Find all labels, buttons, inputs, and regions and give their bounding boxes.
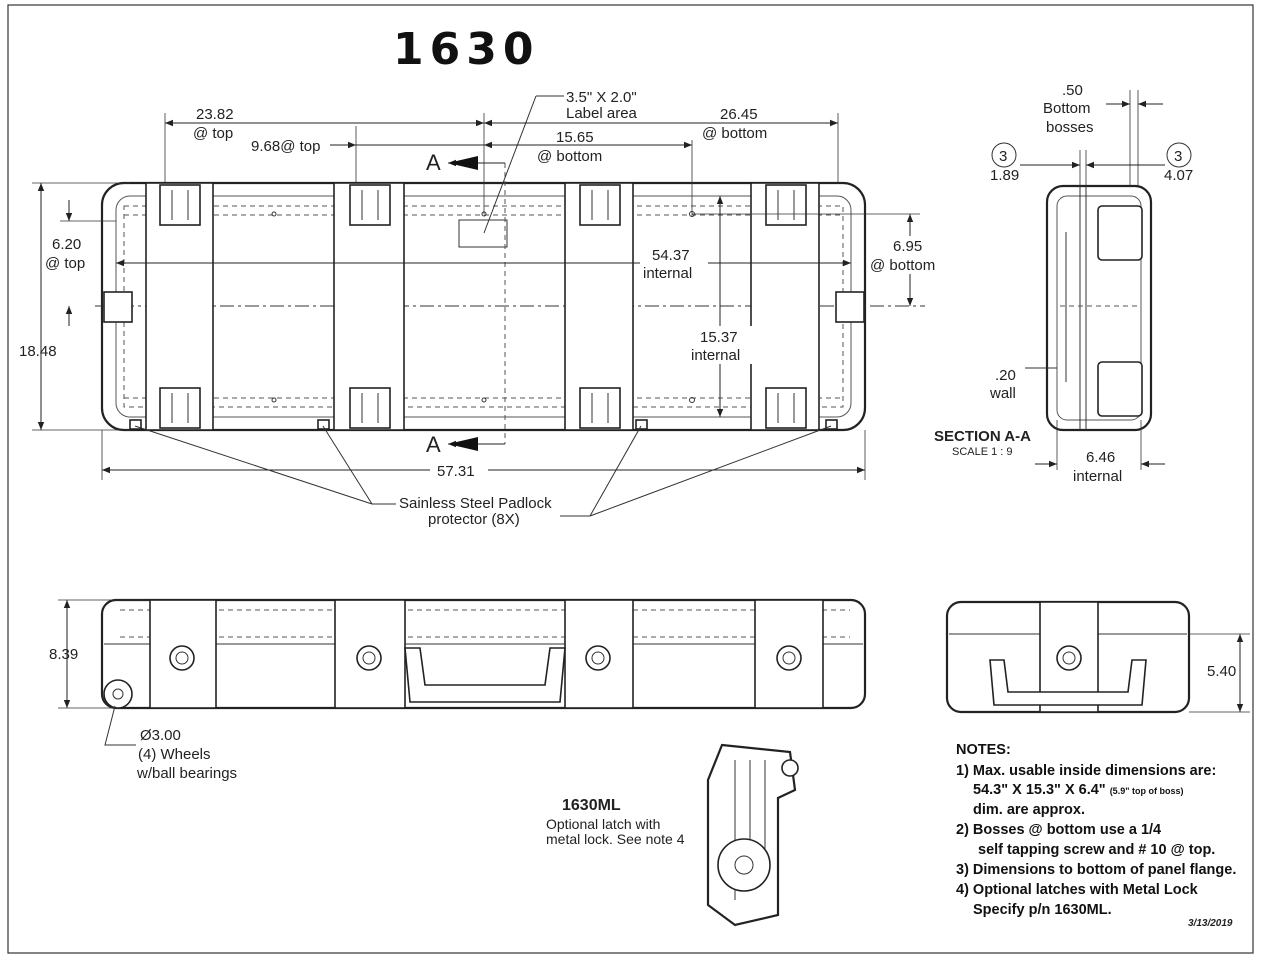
balloon-right	[1166, 142, 1192, 168]
note-1-line1: 1) Max. usable inside dimensions are:	[956, 763, 1216, 779]
carry-handle	[404, 647, 566, 703]
dim-54-37: 54.37	[652, 247, 690, 264]
note-3: 3) Dimensions to bottom of panel flange.	[956, 862, 1236, 878]
note-4-line2: Specify p/n 1630ML.	[973, 902, 1112, 918]
dim-26-45: 26.45	[720, 106, 758, 123]
section-title: SECTION A-A	[934, 428, 1031, 445]
drawing-date: 3/13/2019	[1188, 918, 1233, 929]
dim-6-20: 6.20	[52, 236, 81, 253]
wheel-dim: Ø3.00	[140, 727, 181, 744]
dim-15-65-note: @ bottom	[537, 148, 602, 165]
section-outline	[1045, 184, 1153, 432]
label-area-box	[458, 219, 508, 248]
dim-8-39: 8.39	[49, 646, 78, 663]
sheet-border	[7, 4, 1254, 954]
dim-4-07: 4.07	[1164, 167, 1193, 184]
latch-detail-line2: metal lock. See note 4	[546, 831, 685, 847]
notes-heading: NOTES:	[956, 742, 1011, 758]
balloon-left-label: 3	[999, 148, 1007, 165]
note-2-line2: self tapping screw and # 10 @ top.	[978, 842, 1215, 858]
note-1-dims: 54.3" X 15.3" X 6.4"	[973, 782, 1106, 798]
wheel-label-line2: w/ball bearings	[136, 765, 237, 782]
dim-23-82-note: @ top	[193, 125, 233, 142]
dim-15-37: 15.37	[700, 329, 738, 346]
latch-detail-line1: Optional latch with	[546, 816, 660, 832]
latch-detail: 1630ML Optional latch with metal lock. S…	[546, 743, 799, 927]
label-area-size: 3.5" X 2.0"	[566, 89, 637, 106]
padlock-label-line2: protector (8X)	[428, 511, 520, 528]
dim-6-46: 6.46	[1086, 449, 1115, 466]
dim-26-45-note: @ bottom	[702, 125, 767, 142]
end-view: 5.40	[945, 600, 1250, 714]
bosses-label-line2: bosses	[1046, 119, 1094, 136]
section-a-a-view: .50 Bottom bosses 3 1.89 3 4.07 .20 wall…	[934, 82, 1193, 485]
dim-18-48: 18.48	[19, 343, 57, 360]
dim-5-40: 5.40	[1207, 663, 1236, 680]
wall-note: wall	[989, 385, 1016, 402]
dim-15-65: 15.65	[556, 129, 594, 146]
dim-54-37-note: internal	[643, 265, 692, 282]
drawing-title: 1630	[393, 24, 539, 75]
dim-6-95: 6.95	[893, 238, 922, 255]
note-1-boss: (5.9" top of boss)	[1110, 786, 1184, 796]
dim-23-82: 23.82	[196, 106, 234, 123]
side-view: 8.39 Ø3.00 (4) Wheels w/ball bearings	[49, 598, 867, 782]
dim-15-37-note: internal	[691, 347, 740, 364]
top-view: A A 23.82 @ top 9.68@ top 3.5" X 2.0" La…	[19, 89, 950, 528]
padlock-protectors	[129, 419, 838, 430]
note-4-line1: 4) Optional latches with Metal Lock	[956, 882, 1199, 898]
latch-detail-title: 1630ML	[562, 797, 621, 814]
section-marker-top: A	[426, 150, 441, 175]
label-area-text: Label area	[566, 105, 638, 122]
bosses-dim: .50	[1062, 82, 1083, 99]
note-1-line2: 54.3" X 15.3" X 6.4" (5.9" top of boss)	[973, 782, 1183, 798]
bosses-label-line1: Bottom	[1043, 100, 1091, 117]
section-scale: SCALE 1 : 9	[952, 446, 1013, 458]
padlock-label-line1: Sainless Steel Padlock	[399, 495, 552, 512]
dim-9-68: 9.68@ top	[251, 138, 320, 155]
dim-1-89: 1.89	[990, 167, 1019, 184]
dim-6-20-note: @ top	[45, 255, 85, 272]
case-side-outline	[100, 598, 867, 710]
note-1-line3: dim. are approx.	[973, 802, 1085, 818]
wheel	[103, 679, 133, 709]
latch-detail-outline	[706, 743, 797, 927]
dim-6-95-note: @ bottom	[870, 257, 935, 274]
latch-clips	[159, 184, 807, 429]
wheel-label-line1: (4) Wheels	[138, 746, 211, 763]
end-handle	[989, 659, 1147, 706]
notes: NOTES: 1) Max. usable inside dimensions …	[956, 742, 1236, 929]
balloon-left	[991, 142, 1017, 168]
section-marker-bottom: A	[426, 432, 441, 457]
note-2-line1: 2) Bosses @ bottom use a 1/4	[956, 822, 1161, 838]
dim-57-31: 57.31	[437, 463, 475, 480]
dim-6-46-note: internal	[1073, 468, 1122, 485]
balloon-right-label: 3	[1174, 148, 1182, 165]
wall-dim: .20	[995, 367, 1016, 384]
